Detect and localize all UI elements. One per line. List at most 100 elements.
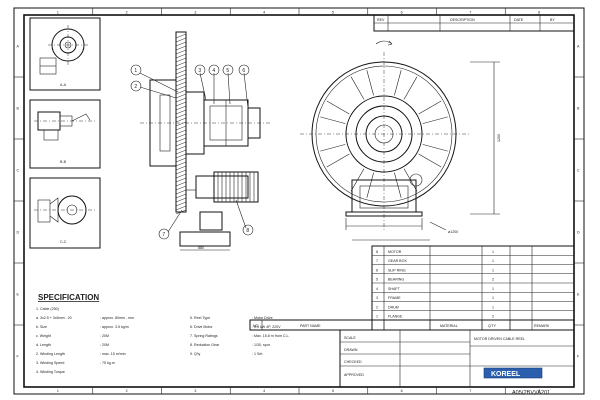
specification-block: SPECIFICATION 1. Cable (250) a. 3x2.5 + … — [36, 293, 290, 374]
parts-header-remark: REMARK — [534, 324, 550, 328]
spec-heading: SPECIFICATION — [38, 293, 99, 302]
parts-row-qty: 2 — [492, 315, 494, 319]
row-label-right-C: C — [577, 169, 580, 173]
balloon-label-8: 8 — [246, 228, 249, 234]
parts-row-no: 3 — [376, 296, 378, 300]
spec-value-2: : Motor Drive — [252, 316, 273, 320]
spec-value: : 20M — [100, 343, 109, 347]
balloon-label-7: 7 — [162, 232, 165, 238]
spec-value: : max. 15 m/min — [100, 352, 126, 356]
column-label-2: 2 — [126, 11, 128, 15]
row-label-F: F — [17, 355, 20, 359]
column-label-bottom-7: 7 — [469, 389, 471, 393]
spec-item-2: 7. Spring Ratings — [190, 334, 218, 338]
spec-item-2: 9. Q'ty — [190, 352, 200, 356]
front-elevation-view: ø1200 1200 — [300, 40, 501, 241]
spec-value-2: : 1 Set — [252, 352, 262, 356]
side-elevation-view: 880 — [139, 31, 270, 251]
spec-line: 3. Winding Speed — [36, 361, 64, 365]
title-checked: CHECKED — [344, 360, 362, 364]
row-label-C: C — [17, 169, 20, 173]
reel-spoke — [350, 70, 374, 100]
balloon-6 — [238, 64, 250, 76]
reel-spoke — [320, 144, 350, 168]
parts-row-name: GEAR BOX — [388, 259, 407, 263]
column-zone-labels: 1 1 2 2 3 3 4 4 5 5 6 6 7 7 8 8 — [57, 8, 540, 394]
spec-line: a. 3x2.5 + 3x5mm . 20 — [36, 316, 72, 320]
column-label-8: 8 — [538, 11, 540, 15]
detail-view-top-caption: A-A — [60, 83, 67, 87]
spec-line: c. Weight — [36, 334, 51, 338]
balloon-4 — [208, 64, 220, 76]
detail-view-bottom-caption: C-C — [60, 240, 67, 244]
spec-line: b. Size — [36, 325, 47, 329]
balloon-label-1: 1 — [134, 68, 137, 74]
spec-item-2: 5. Reel Type — [190, 316, 210, 320]
parts-header-no: NO — [253, 324, 259, 328]
spec-line: 1. Cable (250) — [36, 307, 59, 311]
column-label-4: 4 — [263, 11, 265, 15]
parts-row-qty: 1 — [492, 305, 494, 309]
parts-row-name: SHAFT — [388, 287, 401, 291]
spec-line: d. Length — [36, 343, 51, 347]
row-label-right-E: E — [577, 293, 580, 297]
spec-line: 4. Winding Torque — [36, 370, 65, 374]
detail-view-top: A-A — [29, 17, 101, 91]
title-approved: APPROVED — [344, 373, 364, 377]
balloon-label-6: 6 — [242, 68, 245, 74]
rev-header-by: BY — [550, 18, 555, 22]
column-label-bottom-2: 2 — [126, 389, 128, 393]
company-name: KOREEL — [491, 371, 521, 378]
parts-row-no: 7 — [376, 259, 378, 263]
column-label-1: 1 — [57, 11, 59, 15]
row-label-D: D — [17, 231, 20, 235]
balloon-label-2: 2 — [134, 84, 137, 90]
balloon-2 — [130, 80, 142, 92]
parts-row-qty: 1 — [492, 287, 494, 291]
column-label-bottom-8: 8 — [538, 389, 540, 393]
parts-header-qty: Q'TY — [488, 324, 497, 328]
row-label-right-F: F — [577, 355, 580, 359]
rev-header-date: DATE — [514, 18, 524, 22]
parts-row-qty: 1 — [492, 296, 494, 300]
balloon-label-5: 5 — [226, 68, 229, 74]
parts-row-name: MOTOR — [388, 250, 402, 254]
row-label-right-D: D — [577, 231, 580, 235]
balloon-8 — [242, 224, 254, 236]
column-label-bottom-5: 5 — [332, 389, 334, 393]
front-view-small-dimension: ø1200 — [448, 230, 458, 234]
title-main: MOTOR DRIVEN CABLE REEL — [474, 337, 525, 341]
column-label-bottom-1: 1 — [57, 389, 59, 393]
parts-row-qty: 1 — [492, 268, 494, 272]
spec-item-2: 8. Reduction Gear — [190, 343, 220, 347]
drawing-number: A05(2BV)/A201 — [512, 390, 550, 396]
row-label-A: A — [17, 45, 20, 49]
spec-value: : approx. 3.5 kg/m — [100, 325, 129, 329]
column-label-bottom-4: 4 — [263, 389, 265, 393]
row-label-right-A: A — [577, 45, 580, 49]
reel-spoke — [418, 144, 448, 168]
title-block: MOTOR DRIVEN CABLE REEL SCALE DRAWN CHEC… — [339, 329, 575, 396]
revision-block: REV DESCRIPTION DATE BY — [373, 14, 575, 32]
column-label-bottom-3: 3 — [194, 389, 196, 393]
column-label-bottom-6: 6 — [401, 389, 403, 393]
detail-view-bottom: C-C — [29, 177, 101, 249]
parts-row-no: 6 — [376, 268, 378, 272]
spec-line: 2. Winding Length — [36, 352, 65, 356]
parts-row-name: SLIP RING — [388, 268, 406, 272]
row-label-right-B: B — [577, 107, 580, 111]
balloon-label-3: 3 — [198, 68, 201, 74]
spec-value: : approx. 80mm . mm — [100, 316, 134, 320]
spec-value-2: : 1/30, spur — [252, 343, 271, 347]
detail-view-middle-caption: B-B — [60, 160, 67, 164]
parts-row-name: DRUM — [388, 305, 399, 309]
company-logo — [483, 367, 543, 379]
parts-row-name: BEARING — [388, 278, 404, 282]
spec-value: : 75 kg.m — [100, 361, 115, 365]
parts-row-no: 5 — [376, 278, 378, 282]
reel-spoke — [418, 100, 448, 124]
spec-value-2: : 0.4 kW 4P, 220V — [252, 325, 281, 329]
